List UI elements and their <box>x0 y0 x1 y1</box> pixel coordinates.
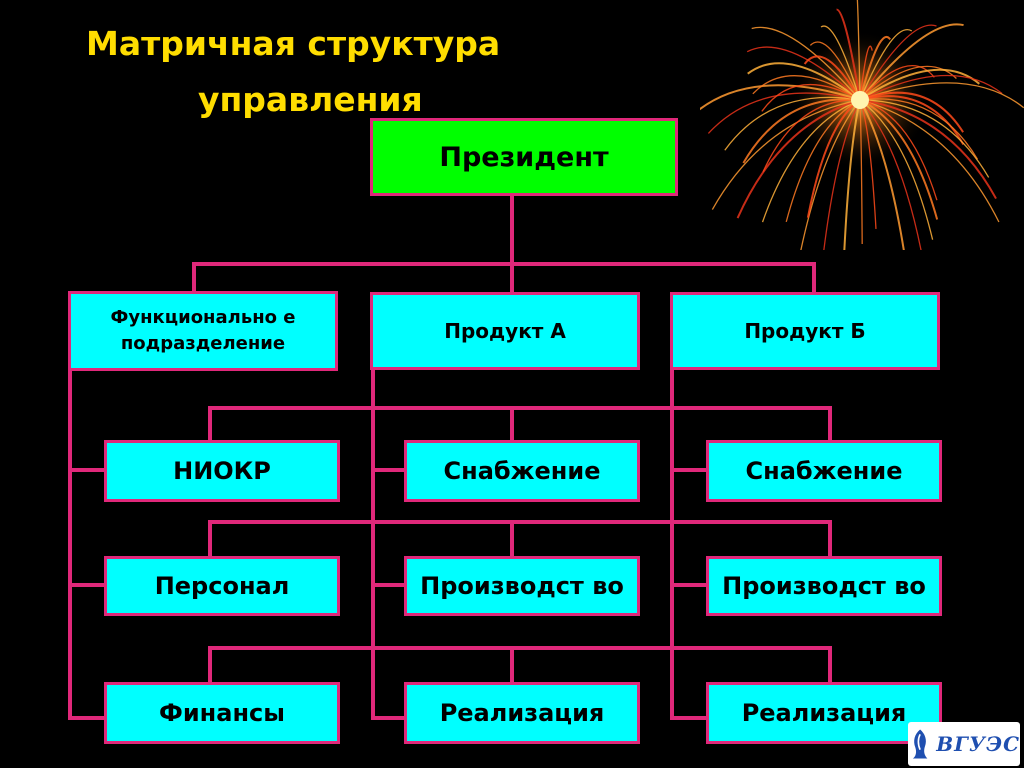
production-a-label: Производст во <box>420 572 624 600</box>
sales-a-label: Реализация <box>439 699 605 727</box>
production-a-box: Производст во <box>404 556 640 616</box>
logo-text: ВГУЭС <box>936 732 1020 756</box>
title-line-1: Матричная структура <box>86 24 501 63</box>
vguees-logo: ВГУЭС <box>908 722 1020 766</box>
personnel-box: Персонал <box>104 556 340 616</box>
sales-b-box: Реализация <box>706 682 942 744</box>
supply-a-label: Снабжение <box>443 457 601 485</box>
supply-b-box: Снабжение <box>706 440 942 502</box>
niokr-label: НИОКР <box>173 457 271 485</box>
supply-b-label: Снабжение <box>745 457 903 485</box>
production-b-box: Производст во <box>706 556 942 616</box>
product-a-box: Продукт А <box>370 292 640 370</box>
production-b-label: Производст во <box>722 572 926 600</box>
finance-label: Финансы <box>159 699 285 727</box>
product-b-label: Продукт Б <box>744 319 866 343</box>
title-line-2: управления <box>198 80 423 119</box>
finance-box: Финансы <box>104 682 340 744</box>
president-label: Президент <box>439 141 609 173</box>
niokr-box: НИОКР <box>104 440 340 502</box>
firework-icon <box>700 0 1024 250</box>
sales-b-label: Реализация <box>741 699 907 727</box>
functional-division-label: Функционально е подразделение <box>110 307 296 354</box>
functional-division-box: Функционально е подразделение <box>68 291 338 371</box>
president-box: Президент <box>370 118 678 196</box>
university-emblem-icon <box>912 729 928 759</box>
sales-a-box: Реализация <box>404 682 640 744</box>
page-title: Матричная структура управления <box>86 16 646 128</box>
product-b-box: Продукт Б <box>670 292 940 370</box>
product-a-label: Продукт А <box>444 319 566 343</box>
supply-a-box: Снабжение <box>404 440 640 502</box>
personnel-label: Персонал <box>154 572 290 600</box>
